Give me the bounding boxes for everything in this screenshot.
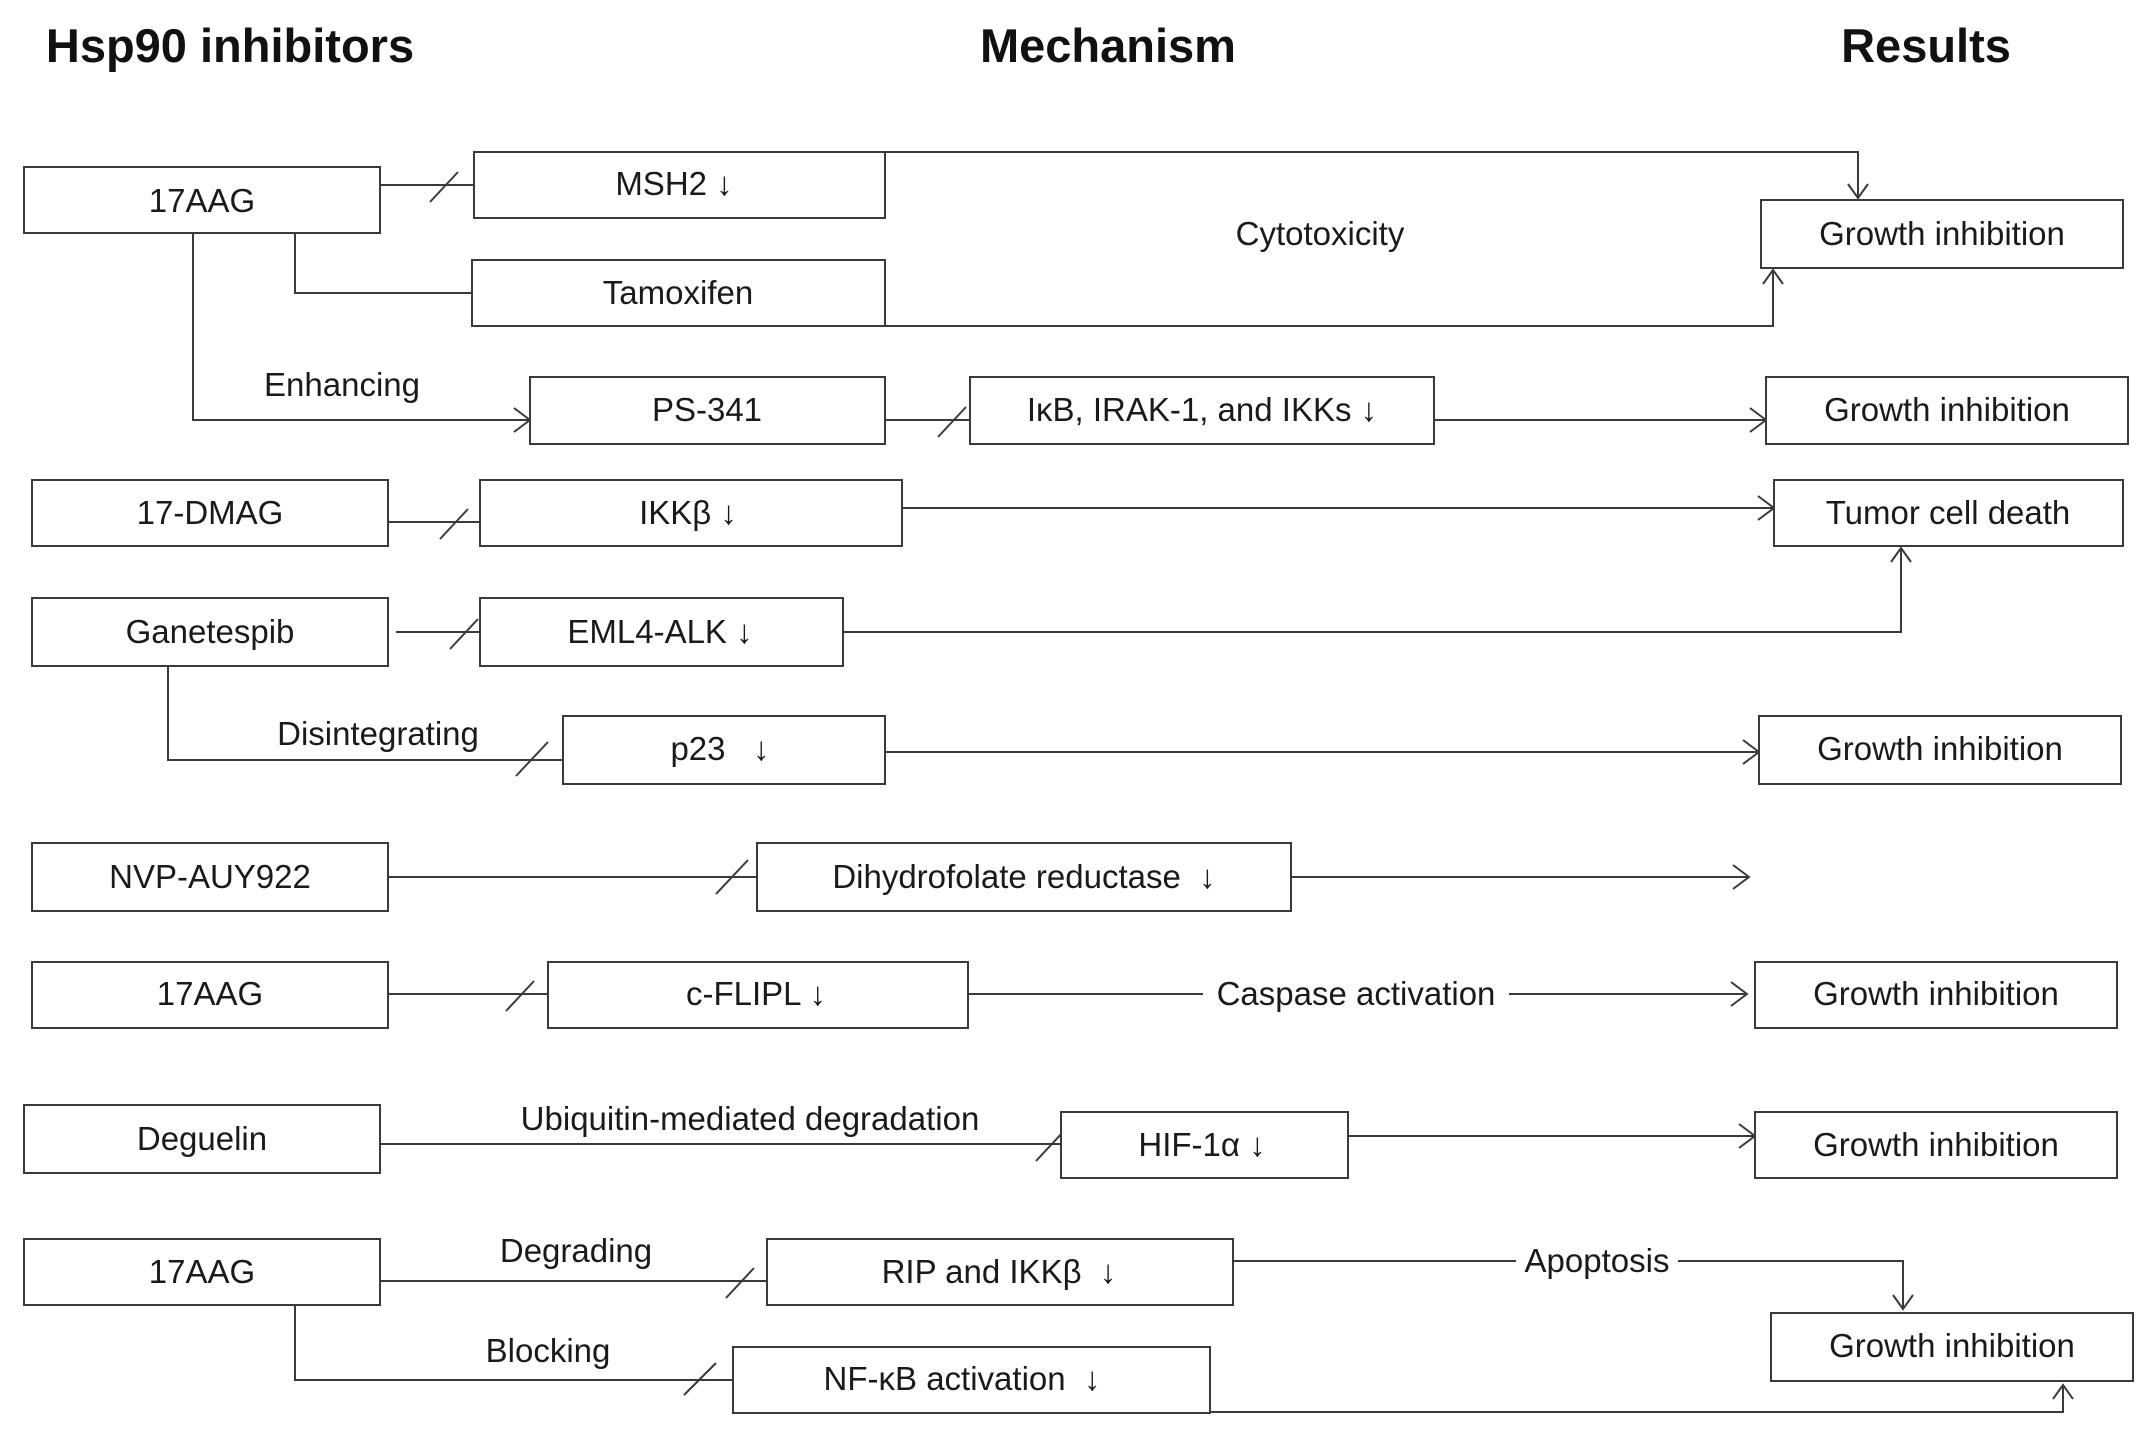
inhibitor-box-17dmag: 17-DMAG [31,479,389,547]
mechanism-label: EML4-ALK ↓ [567,613,752,650]
edge-ganetespib-p23 [167,666,563,761]
result-label: Growth inhibition [1813,1126,2059,1163]
result-label: Growth inhibition [1819,215,2065,252]
mechanism-label: HIF-1α ↓ [1138,1126,1265,1163]
result-box-growth-inhibition-4: Growth inhibition [1754,961,2118,1029]
result-box-growth-inhibition-5: Growth inhibition [1754,1111,2118,1179]
mechanism-label: RIP and IKKβ ↓ [882,1253,1117,1290]
header-results: Results [1841,19,2011,72]
edge-rip-growth [1233,1260,1904,1309]
result-box-growth-inhibition-6: Growth inhibition [1770,1312,2134,1382]
mechanism-label: MSH2 ↓ [615,165,732,202]
mechanism-label: PS-341 [652,391,762,428]
edge-nfkb-growth [1210,1385,2064,1413]
block-mark-nfkb [683,1362,717,1396]
mechanism-box-p23: p23 ↓ [562,715,886,785]
result-box-growth-inhibition-2: Growth inhibition [1765,376,2129,445]
mechanism-box-rip-ikkb: RIP and IKKβ ↓ [766,1238,1234,1306]
edge-msh2-growth [885,151,1859,198]
header-inhibitors: Hsp90 inhibitors [46,19,414,72]
result-label: Growth inhibition [1829,1327,2075,1364]
mechanism-label: Tamoxifen [603,274,753,311]
edge-tamoxifen-growth [885,270,1774,327]
arrowhead-nfkb-growth [2052,1383,2074,1400]
mechanism-box-cflipl: c-FLIPL ↓ [547,961,969,1029]
inhibitor-label: Ganetespib [126,613,295,650]
result-box-growth-inhibition-3: Growth inhibition [1758,715,2122,785]
inhibitor-label: NVP-AUY922 [109,858,311,895]
inhibitor-box-17aag-3: 17AAG [23,1238,381,1306]
inhibitor-label: 17AAG [157,975,263,1012]
block-mark-hif [1035,1130,1065,1162]
mechanism-box-hif1a: HIF-1α ↓ [1060,1111,1349,1179]
mechanism-box-nfkb-activation: NF-κB activation ↓ [732,1346,1211,1414]
header-mechanism: Mechanism [980,19,1236,72]
block-mark-ikb [937,406,967,438]
inhibitor-box-17aag-1: 17AAG [23,166,381,234]
inhibitor-label: 17AAG [149,1253,255,1290]
inhibitor-box-deguelin: Deguelin [23,1104,381,1174]
edge-17aag-nfkb [294,1305,733,1381]
edge-label-apoptosis: Apoptosis [1525,1242,1670,1279]
edge-label-bg-apoptosis [1516,1243,1678,1279]
block-mark-p23 [515,741,549,777]
result-label: Growth inhibition [1824,391,2070,428]
edge-eml4-death [843,548,1902,633]
edge-17aag-ps341 [192,233,530,421]
arrowhead-eml4-death [1890,546,1912,563]
inhibitor-box-17aag-2: 17AAG [31,961,389,1029]
edge-label-caspase-activation: Caspase activation [1217,975,1496,1012]
block-mark-eml4 [449,618,479,650]
mechanism-box-ikkb: IKKβ ↓ [479,479,903,547]
mechanism-label: p23 ↓ [670,730,769,767]
mechanism-box-dhfr: Dihydrofolate reductase ↓ [756,842,1292,912]
arrowhead-rip-growth [1892,1294,1914,1311]
edge-label-blocking: Blocking [486,1332,611,1369]
edge-label-disintegrating: Disintegrating [277,715,479,752]
block-mark-rip [725,1267,755,1299]
block-mark-cflip [505,980,535,1012]
arrowhead-tamoxifen-growth [1762,268,1784,285]
inhibitor-box-ganetespib: Ganetespib [31,597,389,667]
block-mark-ikkb [439,508,469,540]
mechanism-label: Dihydrofolate reductase ↓ [832,858,1215,895]
mechanism-box-eml4-alk: EML4-ALK ↓ [479,597,844,667]
mechanism-box-msh2: MSH2 ↓ [473,151,886,219]
result-label: Growth inhibition [1817,730,2063,767]
inhibitor-box-nvp-auy922: NVP-AUY922 [31,842,389,912]
block-mark-msh2 [429,171,459,203]
result-box-growth-inhibition-1: Growth inhibition [1760,199,2124,269]
mechanism-box-tamoxifen: Tamoxifen [471,259,886,327]
edge-label-bg-caspase [1203,976,1509,1012]
result-label: Tumor cell death [1826,494,2071,531]
mechanism-box-ps341: PS-341 [529,376,886,445]
edge-label-cytotoxicity: Cytotoxicity [1236,215,1405,252]
mechanism-box-ikb-irak1-ikks: IκB, IRAK-1, and IKKs ↓ [969,376,1435,445]
arrowhead-cflip-growth [1730,981,1749,1007]
inhibitor-label: 17AAG [149,182,255,219]
edge-label-enhancing: Enhancing [264,366,420,403]
edge-label-degrading: Degrading [500,1232,652,1269]
edge-17aag-tamoxifen [294,233,474,294]
block-mark-dhfr [715,859,749,895]
edge-label-ubiquitin-mediated-degradation: Ubiquitin-mediated degradation [521,1100,980,1137]
result-label: Growth inhibition [1813,975,2059,1012]
arrowhead-msh2-growth [1847,183,1869,200]
mechanism-label: IκB, IRAK-1, and IKKs ↓ [1027,391,1377,428]
mechanism-label: NF-κB activation ↓ [824,1360,1101,1397]
result-box-tumor-cell-death: Tumor cell death [1773,479,2124,547]
inhibitor-label: 17-DMAG [137,494,284,531]
inhibitor-label: Deguelin [137,1120,267,1157]
mechanism-label: IKKβ ↓ [639,494,737,531]
arrowhead-dhfr-out [1732,864,1751,890]
mechanism-label: c-FLIPL ↓ [686,975,826,1012]
